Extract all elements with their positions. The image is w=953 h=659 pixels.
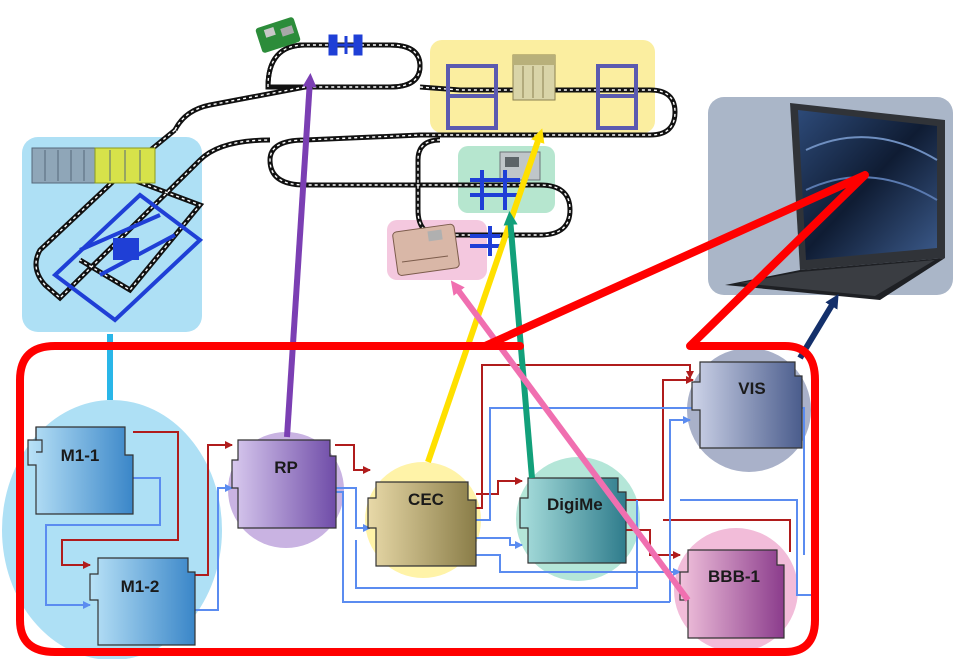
digime-switch-icon [470, 170, 520, 210]
system-boundary [16, 171, 869, 656]
beaglebone-icon [392, 223, 460, 276]
node-rp-label: RP [274, 458, 298, 477]
gantry-crane-icon [51, 192, 204, 323]
bbb-switch-icon [470, 226, 500, 256]
node-vis-label: VIS [738, 379, 765, 398]
raspberry-pi-icon [255, 17, 301, 53]
node-m1-2: M1-2 [89, 557, 196, 646]
node-cec-label: CEC [408, 490, 444, 509]
node-vis: VIS [691, 361, 803, 449]
laptop-icon [725, 103, 945, 300]
cec-to-controller-link [425, 128, 545, 463]
plc-icon [31, 147, 156, 184]
gantry-left-icon [446, 64, 498, 130]
gantry-right-icon [596, 64, 638, 130]
blue-flow-connectors [45, 407, 812, 611]
controller-module-icon [512, 54, 556, 101]
node-bbb-1-label: BBB-1 [708, 567, 760, 586]
node-digime-label: DigiMe [547, 495, 603, 514]
node-cec: CEC [367, 481, 477, 567]
node-rp: RP [231, 439, 337, 529]
node-m1-1: M1-1 [27, 426, 134, 515]
node-m1-2-label: M1-2 [121, 577, 160, 596]
node-bbb-1: BBB-1 [679, 549, 785, 639]
node-m1-1-label: M1-1 [61, 446, 100, 465]
node-digime: DigiMe [519, 477, 627, 564]
rp-to-raspberry-link [284, 73, 317, 438]
track-switch-icon [328, 34, 363, 56]
